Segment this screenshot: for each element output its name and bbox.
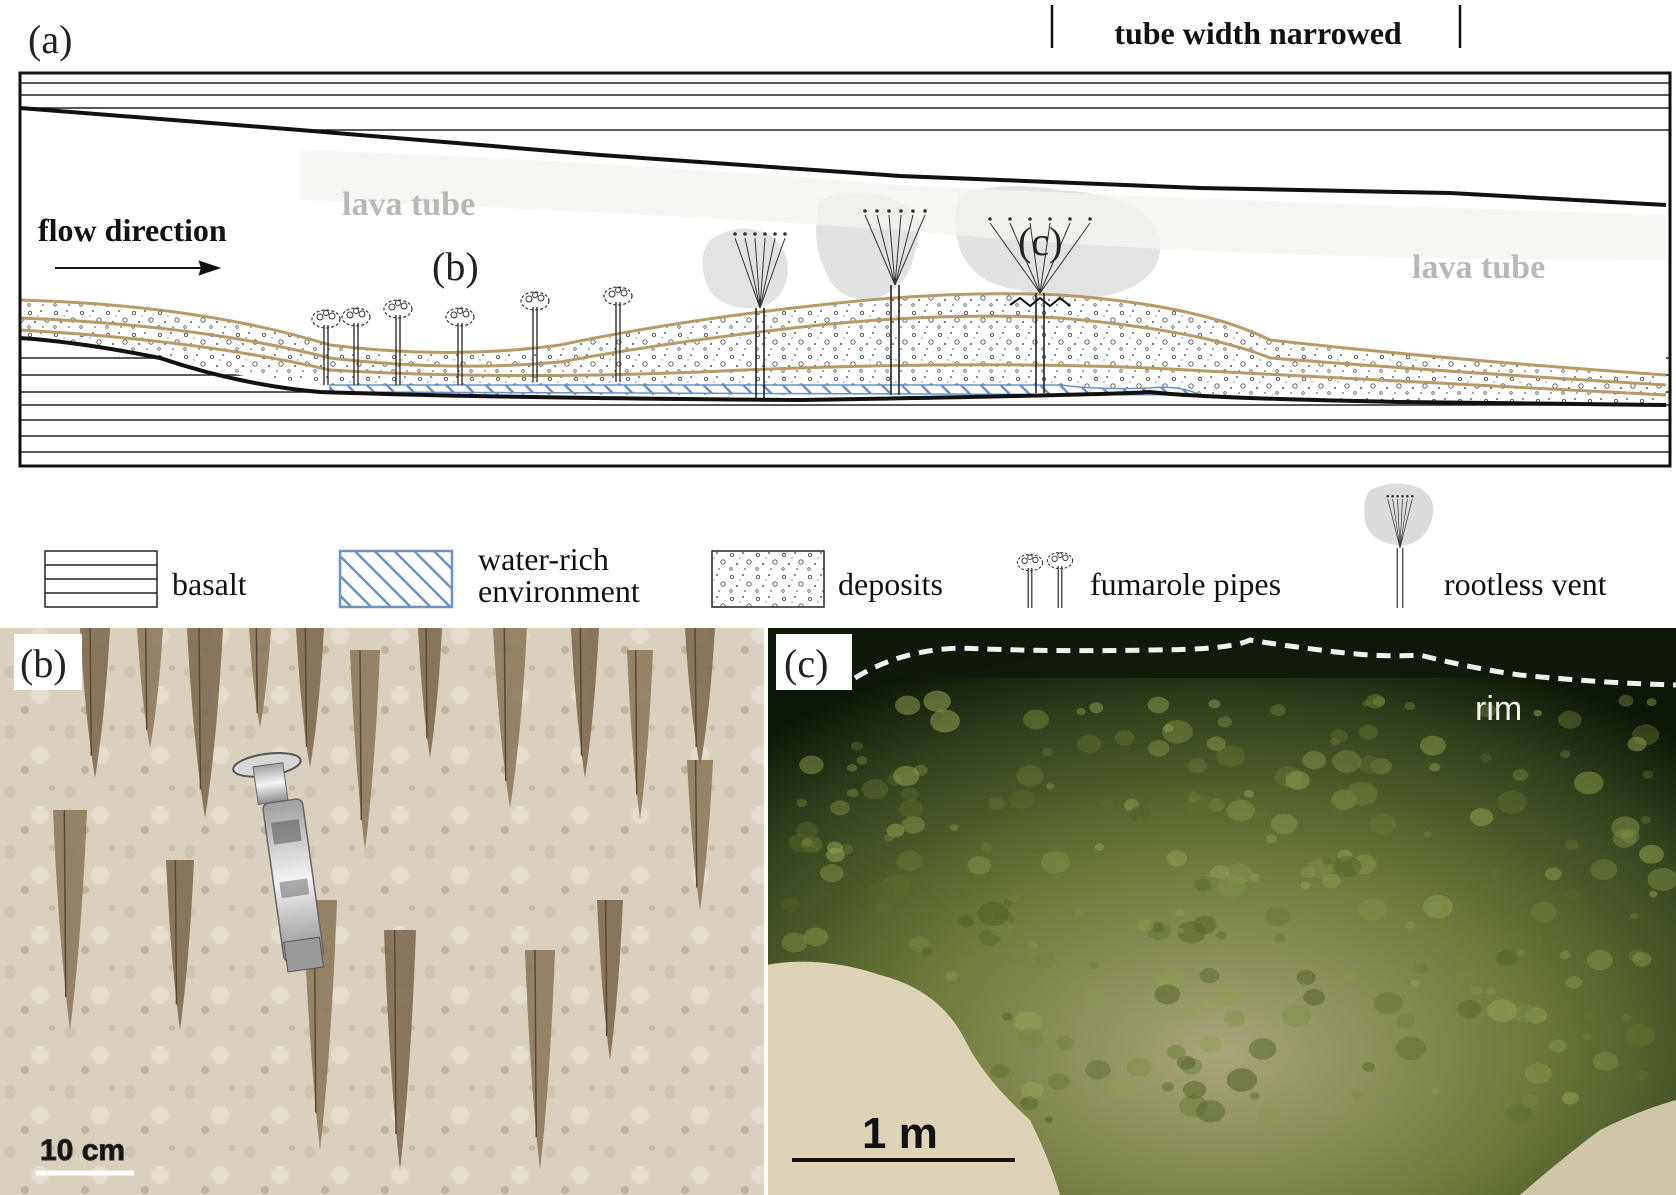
water-rich-zone xyxy=(329,384,1201,396)
legend-deposits-swatch xyxy=(711,550,825,608)
flashlight xyxy=(232,751,325,973)
legend-basalt-label: basalt xyxy=(172,566,247,602)
tube-walls xyxy=(19,106,1667,407)
scale-b-label: 10 cm xyxy=(40,1134,125,1167)
photo-c-tag-box xyxy=(776,634,852,690)
legend-water-label-1: water-rich xyxy=(478,541,609,577)
legend-deposits-label: deposits xyxy=(838,566,943,602)
flow-direction-label: flow direction xyxy=(38,212,227,248)
rim-dashed-line xyxy=(853,637,1676,688)
rim-label: rim xyxy=(1475,690,1522,728)
photo-c: rim 1 m xyxy=(766,628,1676,1195)
right-rock xyxy=(1520,1100,1676,1195)
flow-arrow xyxy=(55,260,222,276)
tube-haze xyxy=(300,150,1666,260)
scale-bar-b: 10 cm xyxy=(36,1134,134,1176)
lava-tube-label-left: lava tube xyxy=(342,186,475,223)
legend-water-label-2: environment xyxy=(478,573,640,609)
tube-width-label: tube width narrowed xyxy=(1114,15,1402,51)
lava-tube-label-right: lava tube xyxy=(1412,249,1545,286)
legend-rootless-label: rootless vent xyxy=(1444,566,1607,602)
legend-fumarole-label: fumarole pipes xyxy=(1090,566,1281,602)
panel-a-tag: (a) xyxy=(28,17,72,62)
legend-water-swatch xyxy=(338,549,454,609)
scale-c-label: 1 m xyxy=(862,1109,938,1158)
marker-b-label: (b) xyxy=(432,244,479,289)
photo-c-tag: (c) xyxy=(784,641,828,686)
photo-b-tag-box xyxy=(14,634,82,690)
photo-b-tag: (b) xyxy=(20,641,67,686)
fumarole-pipes xyxy=(311,286,633,385)
marker-c-label: (c) xyxy=(1018,219,1062,264)
scale-bar-c: 1 m xyxy=(792,1109,1015,1162)
legend-fumarole-icon xyxy=(1016,551,1074,608)
legend-basalt-swatch xyxy=(44,550,158,608)
rootless-vents xyxy=(733,209,1092,398)
schematic-frame xyxy=(18,71,1672,468)
schematic-panel: (a) tube width narrowed flow direction l… xyxy=(18,5,1672,468)
legend-rootless-vent-icon xyxy=(1364,483,1434,608)
legend: basalt water-rich environment deposits f… xyxy=(44,483,1607,609)
foreground-rock xyxy=(766,961,1060,1195)
deposits-body xyxy=(20,293,1666,405)
photo-b: 10 cm xyxy=(0,628,766,1195)
